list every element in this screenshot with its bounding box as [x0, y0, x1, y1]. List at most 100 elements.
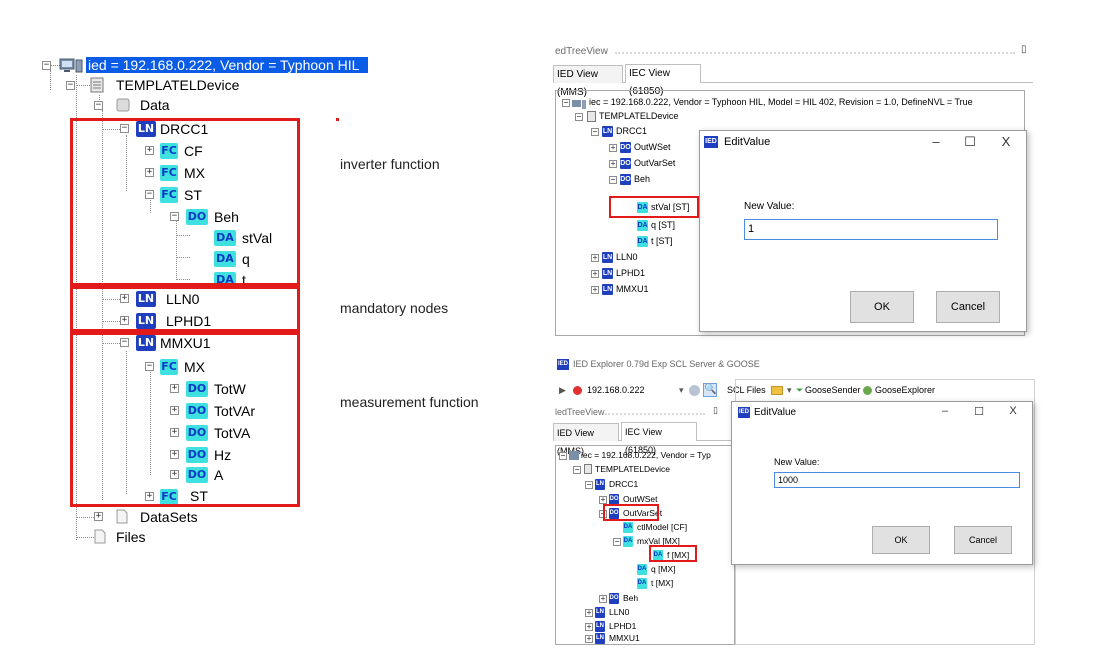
tree-root-ied[interactable]: ied = 192.168.0.222, Vendor = Typhoon HI… [86, 57, 368, 73]
ok-button[interactable]: OK [872, 526, 930, 554]
collapse-toggle[interactable]: − [591, 127, 599, 136]
goose-explorer-button[interactable]: GooseExplorer [875, 385, 936, 395]
tree-lphd1[interactable]: LPHD1 [166, 313, 212, 329]
collapse-toggle[interactable]: − [170, 211, 179, 221]
pin-icon[interactable]: ▯ [713, 405, 718, 415]
tab-ied-view-mms[interactable]: IED View (MMS) [553, 423, 619, 456]
expand-toggle[interactable]: + [170, 405, 179, 415]
collapse-toggle[interactable]: − [145, 189, 154, 199]
tree-datasets[interactable]: DataSets [140, 509, 198, 525]
tree-drcc1-cf[interactable]: CF [184, 143, 203, 159]
expand-toggle[interactable]: + [599, 495, 607, 504]
tree-beh[interactable]: Beh [623, 593, 639, 603]
tree-q[interactable]: q [MX] [651, 564, 676, 574]
expand-toggle[interactable]: + [599, 594, 607, 603]
new-value-input[interactable]: 1000 [774, 472, 1020, 488]
expand-toggle[interactable]: + [609, 159, 617, 168]
tree-f[interactable]: f [MX] [667, 550, 690, 560]
tree-lln0[interactable]: LLN0 [166, 291, 200, 307]
tree-drcc1[interactable]: DRCC1 [160, 121, 209, 137]
minimize-button[interactable]: – [941, 405, 949, 417]
ip-address[interactable]: 192.168.0.222 [587, 385, 645, 395]
search-icon[interactable]: 🔍 [703, 383, 717, 397]
collapse-toggle[interactable]: − [559, 451, 567, 460]
collapse-toggle[interactable]: − [120, 123, 129, 133]
tree-q[interactable]: q [ST] [651, 220, 676, 230]
tree-mmxu1[interactable]: MMXU1 [160, 335, 211, 351]
play-icon[interactable]: ▶ [559, 385, 566, 395]
tree-outvarset[interactable]: OutVarSet [634, 158, 676, 168]
collapse-toggle[interactable]: − [573, 465, 581, 474]
cancel-button[interactable]: Cancel [936, 291, 1000, 323]
collapse-toggle[interactable]: − [562, 98, 570, 107]
tree-lphd1[interactable]: LPHD1 [616, 268, 646, 278]
tree-beh[interactable]: Beh [634, 174, 651, 184]
expand-toggle[interactable]: + [609, 143, 617, 152]
tree-t[interactable]: t [MX] [651, 578, 674, 588]
expand-toggle[interactable]: + [585, 634, 593, 643]
expand-toggle[interactable]: + [145, 491, 154, 501]
expand-toggle[interactable]: + [591, 253, 599, 262]
dropdown-icon[interactable]: ▾ [787, 385, 792, 395]
tree-outvarset[interactable]: OutVarSet [623, 508, 663, 518]
tree-mxval[interactable]: mxVal [MX] [637, 536, 680, 546]
collapse-toggle[interactable]: − [609, 175, 617, 184]
tree-drcc1-mx[interactable]: MX [184, 165, 205, 181]
tree-lln0[interactable]: LLN0 [609, 607, 630, 617]
tree-drcc1-st[interactable]: ST [184, 187, 202, 203]
tree-root-iec[interactable]: iec = 192.168.0.222, Vendor = Typ [581, 450, 711, 460]
collapse-toggle[interactable]: − [120, 337, 129, 347]
tree-mmxu1[interactable]: MMXU1 [616, 284, 649, 294]
collapse-toggle[interactable]: − [145, 361, 154, 371]
expand-toggle[interactable]: + [145, 145, 154, 155]
collapse-toggle[interactable]: − [94, 100, 103, 110]
tree-stval[interactable]: stVal [242, 230, 273, 246]
ok-button[interactable]: OK [850, 291, 914, 323]
tree-totw[interactable]: TotW [214, 381, 246, 397]
collapse-toggle[interactable]: − [66, 80, 75, 90]
tree-totvar[interactable]: TotVAr [214, 403, 255, 419]
scl-files-menu[interactable]: SCL Files [727, 385, 766, 395]
maximize-button[interactable]: ☐ [974, 406, 984, 418]
tree-outwset[interactable]: OutWSet [623, 494, 658, 504]
dropdown-icon[interactable]: ▾ [679, 385, 684, 395]
expand-toggle[interactable]: + [170, 427, 179, 437]
expand-toggle[interactable]: + [585, 608, 593, 617]
tree-mmxu-mx[interactable]: MX [184, 359, 205, 375]
tree-drcc1[interactable]: DRCC1 [616, 126, 648, 136]
collapse-toggle[interactable]: − [42, 60, 51, 70]
maximize-button[interactable]: ☐ [964, 134, 976, 149]
goose-sender-button[interactable]: GooseSender [805, 385, 861, 395]
tree-lln0[interactable]: LLN0 [616, 252, 638, 262]
tree-device[interactable]: TEMPLATELDevice [595, 464, 670, 474]
tree-lphd1[interactable]: LPHD1 [609, 621, 637, 631]
tree-q[interactable]: q [242, 251, 250, 267]
expand-toggle[interactable]: + [145, 167, 154, 177]
tree-t[interactable]: t [242, 272, 246, 288]
minimize-button[interactable]: – [932, 134, 940, 149]
cancel-button[interactable]: Cancel [954, 526, 1012, 554]
collapse-toggle[interactable]: − [613, 537, 621, 546]
expand-toggle[interactable]: + [120, 315, 129, 325]
tab-iec-view-61850[interactable]: IEC View (61850) [621, 422, 697, 455]
tab-ied-view-mms[interactable]: IED View (MMS) [553, 65, 623, 98]
expand-toggle[interactable]: + [591, 269, 599, 278]
tree-device[interactable]: TEMPLATELDevice [599, 111, 679, 121]
close-button[interactable]: X [1009, 405, 1017, 417]
tab-iec-view-61850[interactable]: IEC View (61850) [625, 64, 701, 97]
tree-totva[interactable]: TotVA [214, 425, 251, 441]
expand-toggle[interactable]: + [170, 469, 179, 479]
collapse-toggle[interactable]: − [585, 480, 593, 489]
tree-stval[interactable]: stVal [ST] [651, 202, 690, 212]
tree-data[interactable]: Data [140, 97, 170, 113]
new-value-input[interactable]: 1 [744, 219, 998, 240]
tree-root-iec[interactable]: iec = 192.168.0.222, Vendor = Typhoon HI… [589, 97, 973, 107]
collapse-toggle[interactable]: − [575, 112, 583, 121]
tree-files[interactable]: Files [116, 529, 146, 545]
tree-hz[interactable]: Hz [214, 447, 232, 463]
tree-mmxu1[interactable]: MMXU1 [609, 633, 640, 643]
tree-ctlmodel[interactable]: ctlModel [CF] [637, 522, 688, 532]
tree-outwset[interactable]: OutWSet [634, 142, 671, 152]
tree-t[interactable]: t [ST] [651, 236, 673, 246]
tree-a[interactable]: A [214, 467, 224, 483]
